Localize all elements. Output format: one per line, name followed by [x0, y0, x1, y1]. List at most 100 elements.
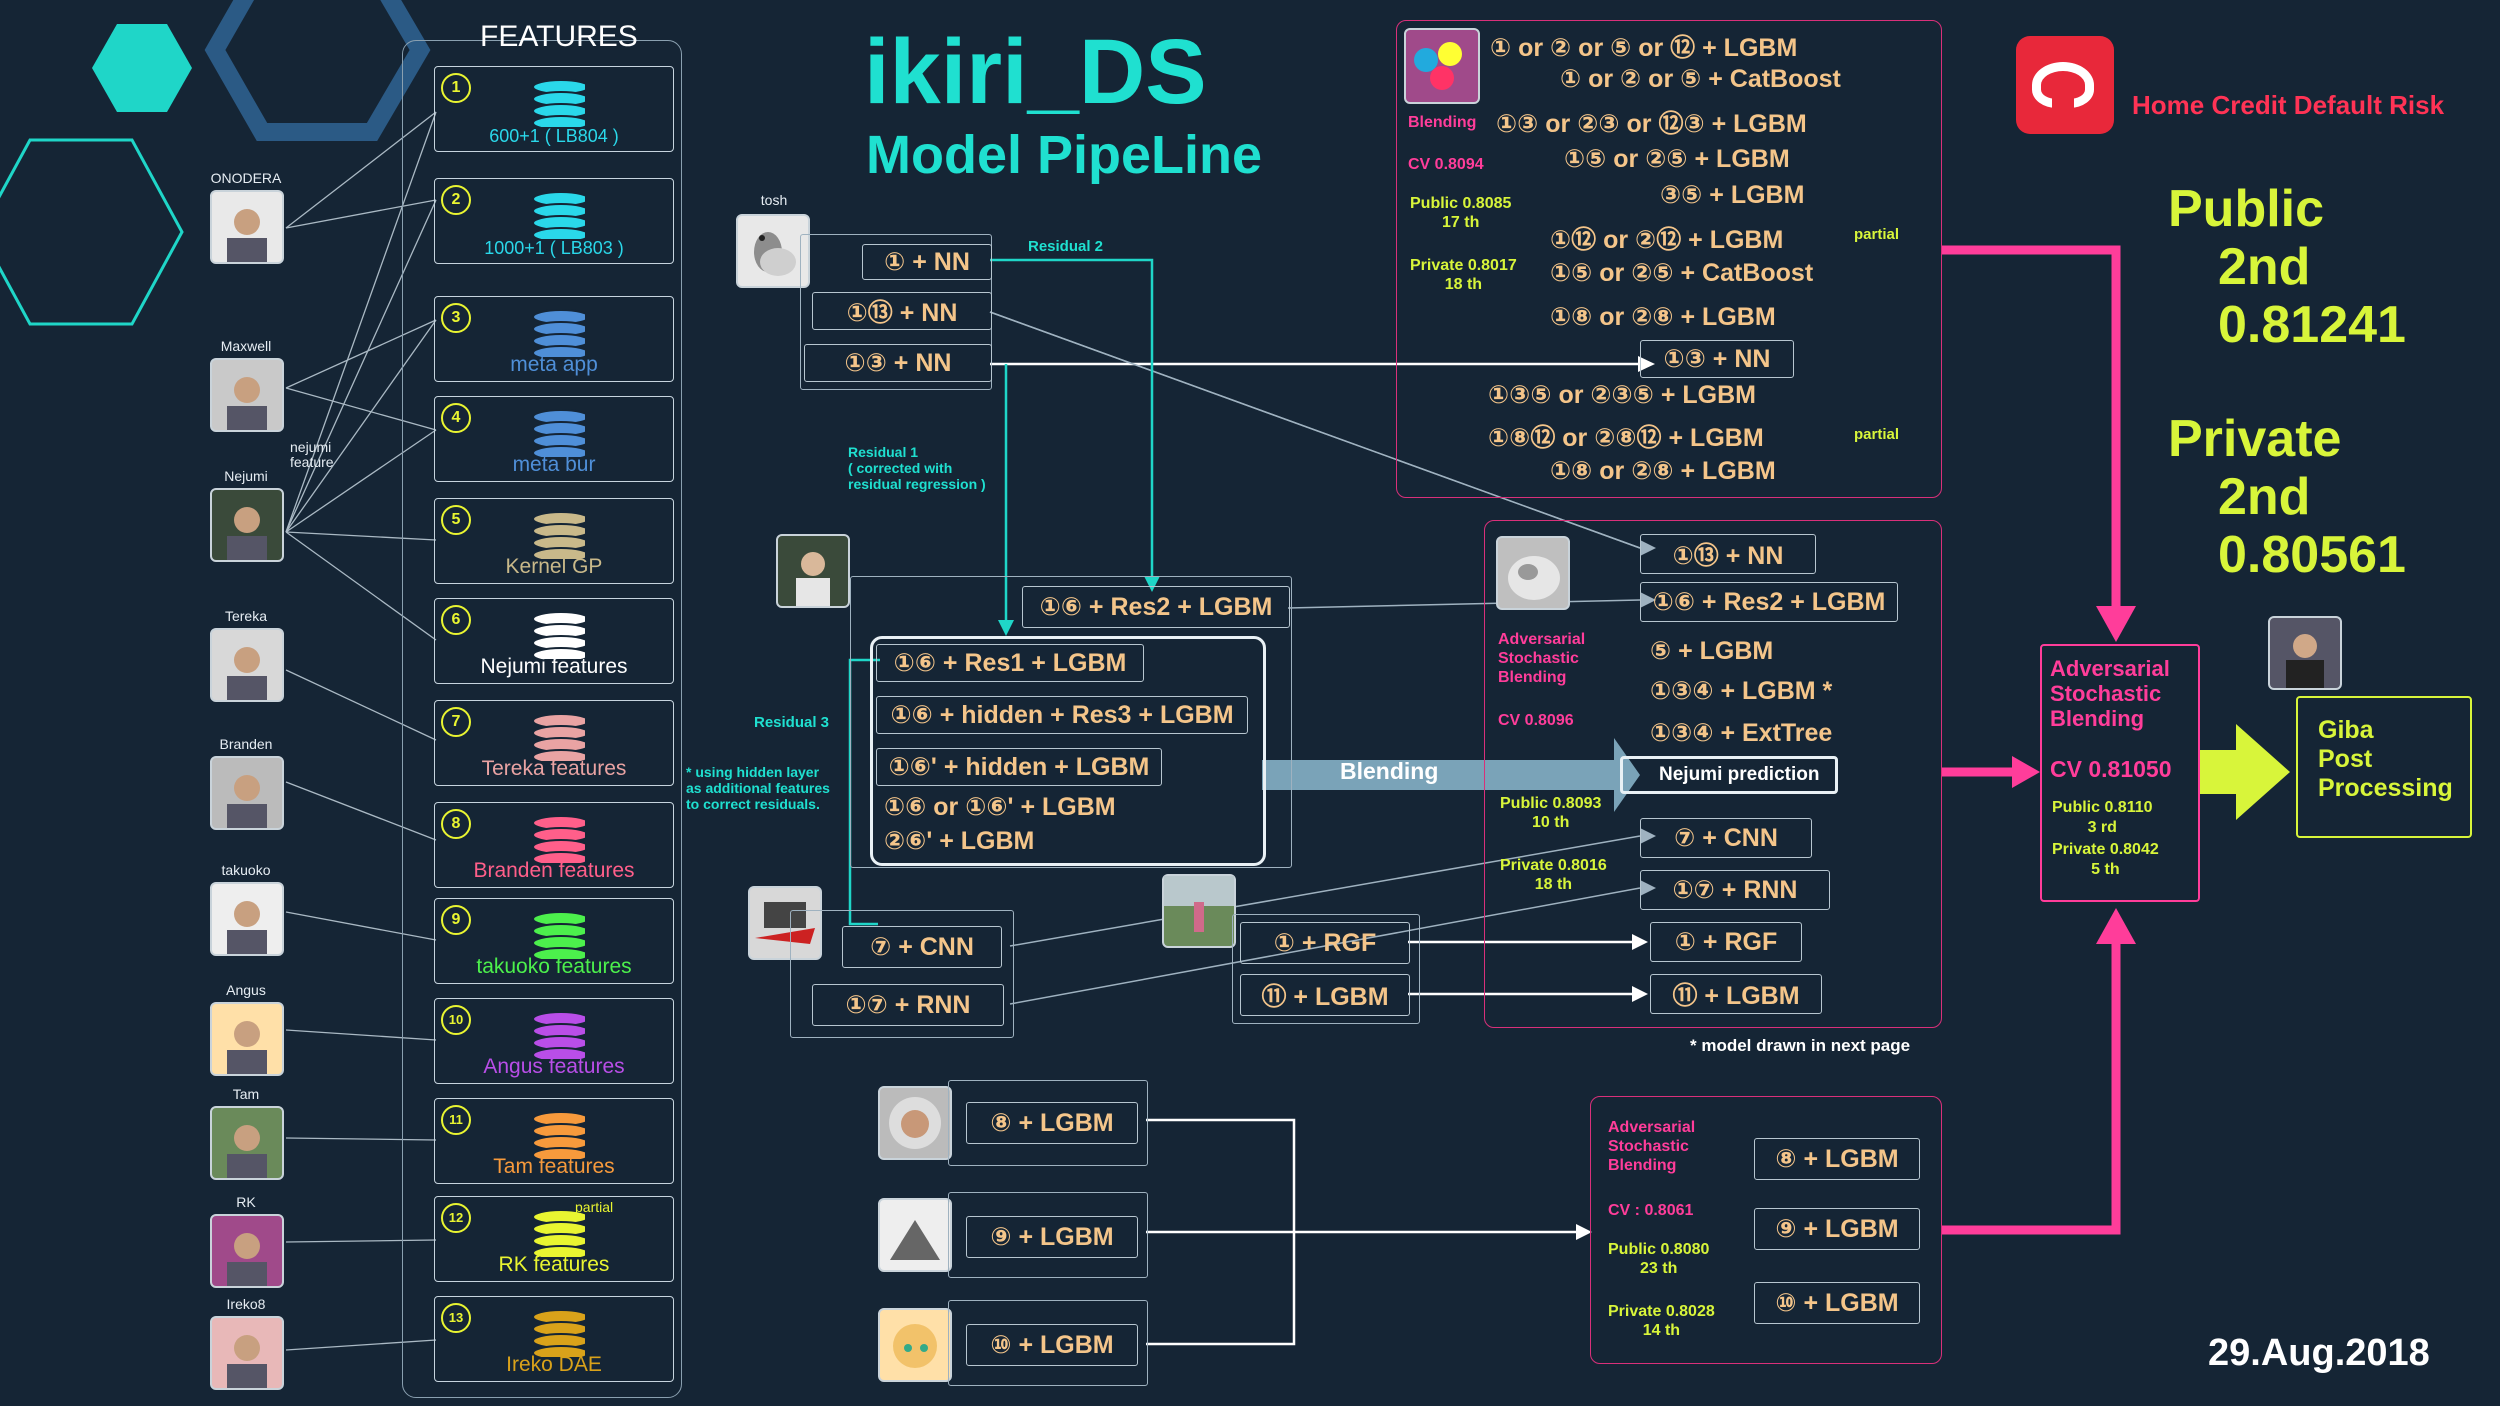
- feature-partial-label: partial: [575, 1199, 614, 1215]
- avatar-tereka-2: [748, 886, 822, 960]
- feature-number-10: 10: [441, 1005, 471, 1035]
- rk-blend-private: Private 0.8017 18 th: [1410, 257, 1517, 293]
- avatar-tereka: [210, 628, 284, 702]
- lower-blend-line-2: ⑨ + LGBM: [1754, 1208, 1920, 1250]
- rk-blend-frame: [1396, 20, 1942, 498]
- final-blend-cv: CV 0.81050: [2050, 756, 2172, 782]
- public-label: Public: [2168, 180, 2325, 238]
- tam-frame: [1232, 914, 1420, 1024]
- feature-box-4: 4 meta bur: [434, 396, 674, 482]
- lower-frame-2: [948, 1192, 1148, 1278]
- feature-label-4: meta bur: [512, 453, 596, 476]
- hexagon-solid: [92, 24, 192, 112]
- hexagon-outline-large: [204, 0, 431, 141]
- date-label: 29.Aug.2018: [2208, 1332, 2430, 1374]
- database-icon: [532, 1209, 585, 1257]
- feature-number-1: 1: [441, 73, 471, 103]
- person-name-ireko: Ireko8: [226, 1296, 266, 1312]
- feature-number-4: 4: [441, 403, 471, 433]
- avatar-giba: [2268, 616, 2342, 690]
- model-res2: ①⑥ + Res2 + LGBM: [1022, 586, 1290, 628]
- rk-blend-line-3: ①③ or ②③ or ⑫③ + LGBM: [1496, 110, 1807, 138]
- maxwell-line-lgbm: ⑪ + LGBM: [1650, 974, 1822, 1014]
- avatar-tam: [210, 1106, 284, 1180]
- residual-2-label: Residual 2: [1028, 238, 1104, 255]
- maxwell-line-exttree: ①③④ + ExtTree: [1650, 719, 1833, 747]
- lower-bracket: [1146, 1118, 1578, 1346]
- model-takuoko-lgbm: ⑨ + LGBM: [966, 1216, 1138, 1258]
- maxwell-blend-public: Public 0.8093 10 th: [1500, 795, 1602, 831]
- avatar-angus-2: [878, 1308, 952, 1382]
- avatar-angus: [210, 1002, 284, 1076]
- features-header: FEATURES: [480, 20, 638, 53]
- nejumi-feature-label: nejumi feature: [290, 439, 334, 470]
- rk-blend-line-8: ①⑧ or ②⑧ + LGBM: [1550, 303, 1776, 331]
- rk-blend-line-10: ①③⑤ or ②③⑤ + LGBM: [1488, 381, 1756, 409]
- rk-blend-line-12: ①⑧ or ②⑧ + LGBM: [1550, 457, 1776, 485]
- person-name-takuoko: takuoko: [221, 862, 271, 878]
- maxwell-line-nn: ①⑬ + NN: [1640, 534, 1816, 574]
- pink-arrows: [1942, 245, 2121, 1235]
- home-credit-logo: [2016, 36, 2114, 134]
- person-name-rk: RK: [236, 1194, 256, 1210]
- lower-blend-line-1: ⑧ + LGBM: [1754, 1138, 1920, 1180]
- rk-blend-line-6: ①⑫ or ②⑫ + LGBM: [1550, 226, 1784, 254]
- feature-number-13: 13: [441, 1303, 471, 1333]
- model-tosh-3: ①③ + NN: [804, 344, 992, 382]
- blending-arrow-body: [1262, 760, 1616, 790]
- final-blend-private: Private 0.8042 5 th: [2052, 841, 2159, 878]
- public-score: 0.81241: [2218, 296, 2406, 354]
- model-tam-rgf: ① + RGF: [1240, 922, 1410, 964]
- avatar-tam-2: [1162, 874, 1236, 948]
- rk-blend-cv: CV 0.8094: [1408, 156, 1484, 173]
- database-icon: [532, 309, 585, 357]
- nejumi-frame: [850, 576, 1292, 868]
- post-processing-label: Giba Post Processing: [2318, 716, 2453, 802]
- nejumi-prediction-box: Nejumi prediction: [1620, 756, 1838, 794]
- rk-blend-line-1: ① or ② or ⑤ or ⑫ + LGBM: [1490, 34, 1798, 62]
- lower-frame-3: [948, 1300, 1148, 1386]
- private-score: 0.80561: [2218, 526, 2406, 584]
- database-icon: [532, 1309, 585, 1357]
- database-icon: [532, 1011, 585, 1059]
- database-icon: [532, 409, 585, 457]
- rk-blend-title: Blending: [1408, 114, 1477, 131]
- feature-label-1: 600+1 ( LB804 ): [489, 126, 619, 146]
- feature-label-9: takuoko features: [476, 955, 632, 978]
- competition-name: Home Credit Default Risk: [2132, 90, 2445, 120]
- model-res1: ①⑥ + Res1 + LGBM: [876, 644, 1144, 682]
- database-icon: [532, 911, 585, 959]
- database-icon: [532, 611, 585, 659]
- person-name-tam: Tam: [232, 1086, 260, 1102]
- rk-blend-line-11: ①⑧⑫ or ②⑧⑫ + LGBM: [1488, 424, 1764, 452]
- lower-blend-line-3: ⑩ + LGBM: [1754, 1282, 1920, 1324]
- nejumi-inner-frame: [870, 636, 1266, 866]
- database-icon: [532, 815, 585, 863]
- model-or-line-1: ①⑥ or ①⑥' + LGBM: [884, 793, 1116, 821]
- final-blend-title: Adversarial Stochastic Blending: [2050, 656, 2170, 731]
- model-hidden: ①⑥' + hidden + LGBM: [876, 748, 1162, 786]
- model-tereka-rnn: ①⑦ + RNN: [812, 984, 1004, 1026]
- person-name-nejumi: Nejumi: [224, 468, 268, 484]
- feature-label-5: Kernel GP: [505, 555, 603, 578]
- avatar-takuoko-2: [878, 1198, 952, 1272]
- database-icon: [532, 79, 585, 127]
- maxwell-blend-cv: CV 0.8096: [1498, 712, 1574, 729]
- rk-blend-line-2: ① or ② or ⑤ + CatBoost: [1560, 65, 1841, 93]
- final-blend-public: Public 0.8110 3 rd: [2052, 799, 2153, 836]
- blending-arrow-label: Blending: [1340, 758, 1439, 784]
- feature-number-5: 5: [441, 505, 471, 535]
- avatar-branden: [210, 756, 284, 830]
- database-icon: [532, 511, 585, 559]
- feature-number-7: 7: [441, 707, 471, 737]
- hexagon-outline-left: [0, 138, 184, 326]
- maxwell-line-res2: ①⑥ + Res2 + LGBM: [1640, 582, 1898, 622]
